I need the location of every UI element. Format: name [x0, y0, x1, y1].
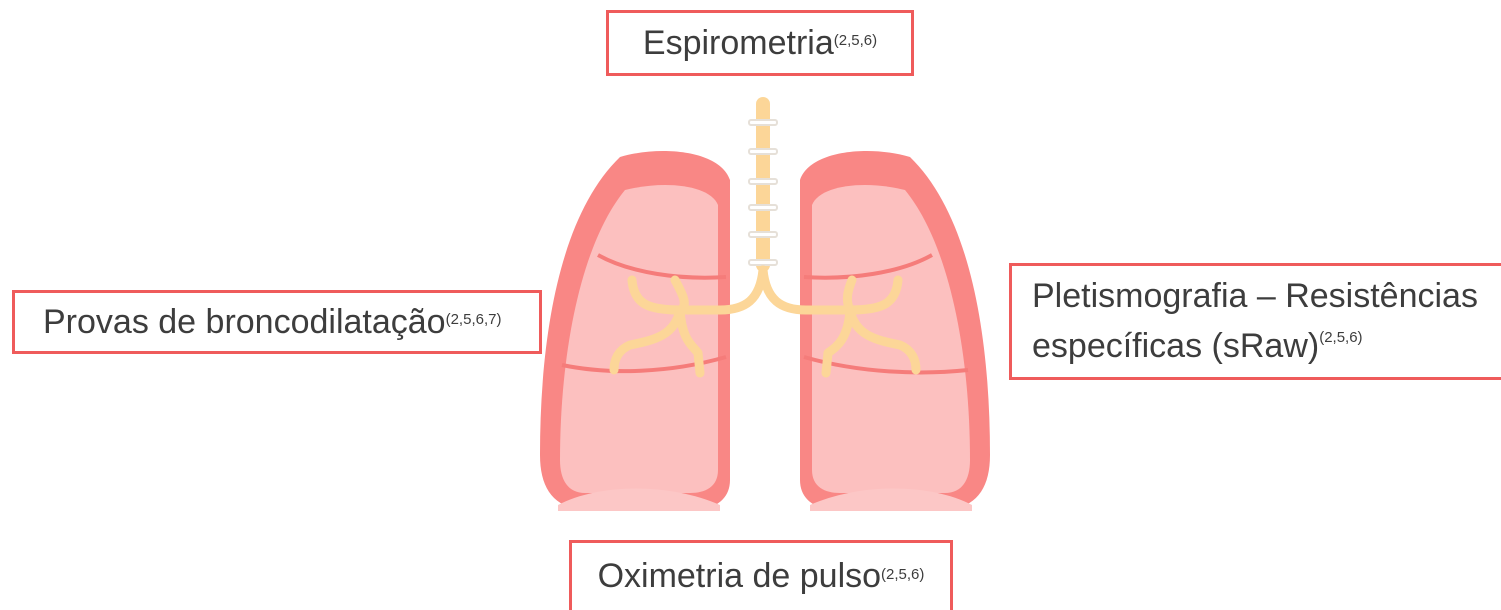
right-lung-base	[810, 488, 972, 511]
espirometria-label-box: Espirometria(2,5,6)	[606, 10, 914, 76]
right-lobe-line-upper	[803, 253, 933, 280]
pletismografia-text: Pletismografia – Resistências específica…	[1032, 277, 1478, 365]
left-lobe-line-lower	[561, 355, 727, 374]
espirometria-ref: (2,5,6)	[833, 32, 878, 49]
oximetria-text: Oximetria de pulso	[597, 557, 882, 596]
pletismografia-ref: (2,5,6)	[1319, 329, 1363, 347]
provas-text: Provas de broncodilatação	[43, 302, 446, 341]
pletismografia-label-box: Pletismografia – Resistências específica…	[1009, 263, 1501, 380]
oximetria-label-box: Oximetria de pulso(2,5,6)	[569, 540, 953, 610]
lungs-illustration	[540, 97, 990, 511]
provas-broncodilatacao-label-box: Provas de broncodilatação(2,5,6,7)	[12, 290, 542, 354]
provas-ref: (2,5,6,7)	[445, 311, 502, 328]
bronchi	[609, 265, 921, 378]
espirometria-text: Espirometria	[642, 23, 834, 62]
left-lung-base	[558, 488, 720, 511]
oximetria-ref: (2,5,6)	[881, 565, 925, 583]
left-lobe-line-upper	[597, 253, 727, 280]
trachea-rings	[748, 119, 778, 266]
pletismografia-content: Pletismografia – Resistências específica…	[1032, 272, 1496, 371]
